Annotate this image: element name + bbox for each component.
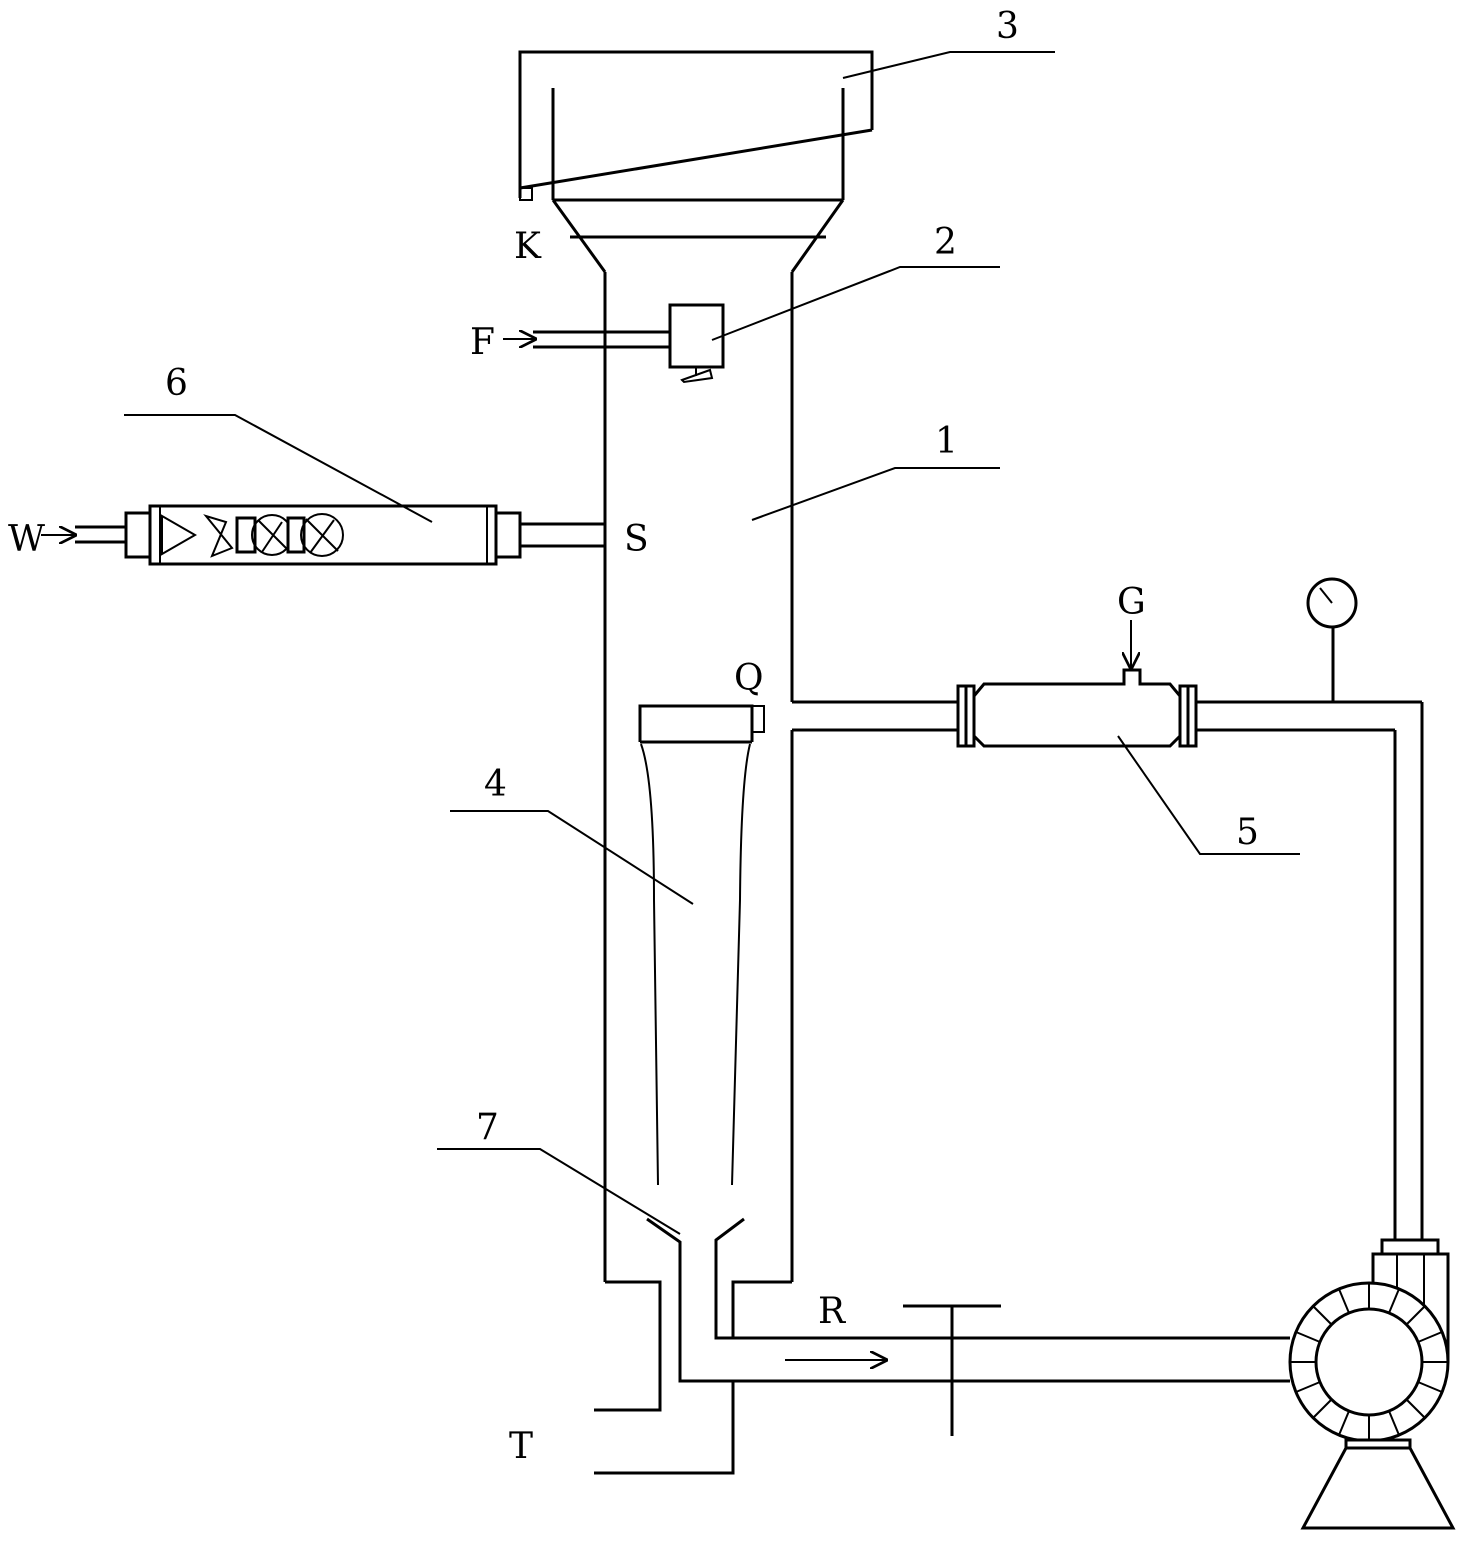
label-2: 2 [934,222,957,263]
label-7: 7 [476,1107,499,1148]
inner-cyclone [638,704,765,1186]
label-6: 6 [165,363,188,404]
label-3: 3 [996,6,1019,47]
label-r: R [818,1291,846,1332]
label-f: F [470,322,495,363]
label-4: 4 [484,764,507,805]
circulation-pump [1288,1238,1456,1530]
bubble-generator [41,504,605,566]
callout-leaders [124,51,1300,1235]
aerator-pipe [792,620,1198,748]
label-5: 5 [1236,812,1259,853]
label-g: G [1117,582,1146,623]
bottom-diffuser [594,1217,1290,1475]
label-q: Q [734,658,764,699]
label-w: W [8,519,45,560]
label-t: T [509,1426,533,1467]
pressure-gauge [1196,577,1424,1240]
return-line [733,1304,1290,1436]
flotation-column [594,272,794,1412]
column-funnel [551,198,845,273]
label-k: K [514,226,542,267]
label-1: 1 [935,421,958,462]
label-s: S [624,519,649,560]
feed-distributor [503,303,725,384]
overflow-trough [518,50,874,201]
